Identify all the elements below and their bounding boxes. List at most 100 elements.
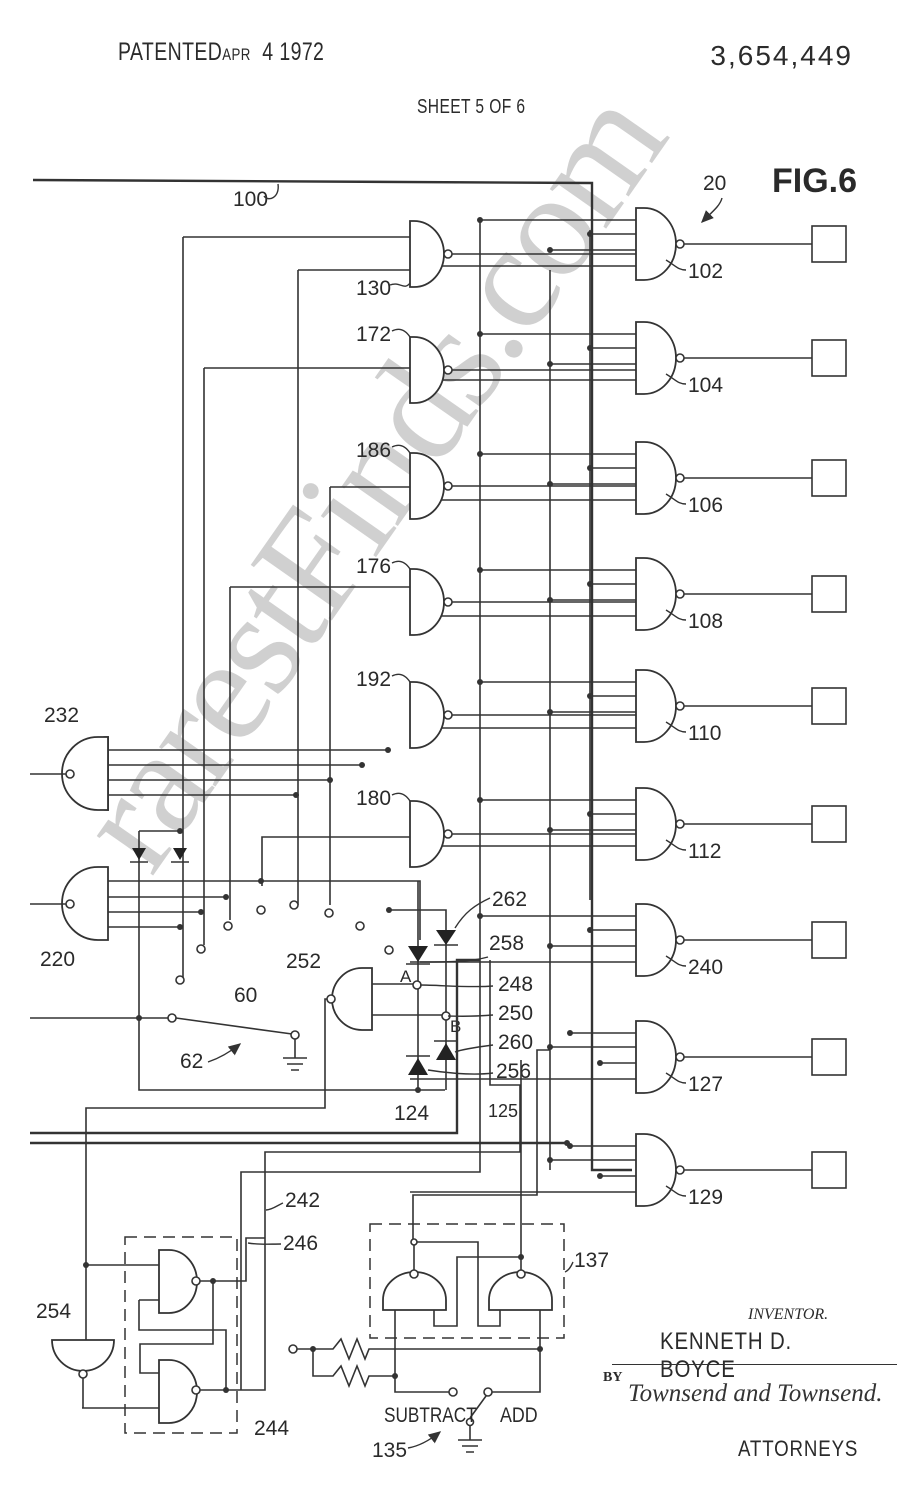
- label-250: 250: [498, 1002, 533, 1025]
- decoder-gate-180: 180: [356, 787, 636, 868]
- label-180: 180: [356, 787, 391, 810]
- output-indicator-box: [811, 687, 847, 725]
- node-A: A: [400, 967, 412, 986]
- label-106: 106: [688, 494, 723, 517]
- label-124: 124: [394, 1102, 429, 1125]
- output-gate-102: 102: [410, 207, 847, 283]
- output-gate-110: 110: [410, 669, 847, 745]
- label-100: 100: [233, 188, 268, 211]
- label-232: 232: [44, 704, 79, 727]
- assembly-arrow: [701, 197, 723, 223]
- decoder-gates: 130 172 186 176 192 180: [356, 220, 636, 868]
- label-244: 244: [254, 1417, 289, 1440]
- signature-line: [612, 1364, 897, 1365]
- inventor-name: KENNETH D. BOYCE: [660, 1328, 793, 1383]
- figure-title: FIG.6: [772, 162, 857, 200]
- label-176: 176: [356, 555, 391, 578]
- patented-day-year: 4 1972: [262, 38, 325, 66]
- diode-leaders: [419, 897, 494, 1075]
- inventor-caption: INVENTOR.: [748, 1306, 829, 1323]
- output-gates: 102 104 106 108 110 112 240 127 129: [410, 207, 847, 1209]
- output-indicator-box: [811, 459, 847, 497]
- label-129: 129: [688, 1186, 723, 1209]
- output-gate-240: 240: [410, 903, 847, 979]
- gate-252: [85, 967, 445, 1265]
- diodes-220: [130, 828, 445, 1091]
- flipflop-137: [369, 1060, 565, 1393]
- label-108: 108: [688, 610, 723, 633]
- label-112: 112: [688, 840, 721, 863]
- by-label: BY: [603, 1370, 623, 1385]
- output-indicator-box: [811, 1151, 847, 1189]
- label-260: 260: [498, 1031, 533, 1054]
- label-172: 172: [356, 323, 391, 346]
- label-192: 192: [356, 668, 391, 691]
- output-gate-112: 112: [410, 787, 847, 863]
- add-subtract-switch[interactable]: [288, 1336, 543, 1453]
- decoder-gate-176: 176: [356, 555, 636, 636]
- gate-254: [51, 1265, 115, 1408]
- output-indicator-box: [811, 921, 847, 959]
- patent-number: 3,654,449: [710, 40, 853, 71]
- decoder-inputs: [182, 236, 410, 980]
- label-248: 248: [498, 973, 533, 996]
- patented-date: PATENTEDAPR 4 1972: [118, 38, 324, 67]
- label-262: 262: [492, 888, 527, 911]
- label-130: 130: [356, 277, 391, 300]
- assembly-ref: 20: [703, 172, 726, 195]
- sheet-number: SHEET 5 OF 6: [417, 96, 526, 118]
- arrow-62: [207, 1043, 242, 1063]
- label-add: ADD: [500, 1404, 538, 1428]
- output-indicator-box: [811, 339, 847, 377]
- label-242-lower: 242: [285, 1189, 320, 1212]
- label-102: 102: [688, 260, 723, 283]
- label-240: 240: [688, 956, 723, 979]
- label-186: 186: [356, 439, 391, 462]
- patented-label: PATENTED: [118, 38, 223, 66]
- label-135: 135: [372, 1439, 407, 1462]
- output-gate-108: 108: [410, 557, 847, 633]
- output-gate-127: 127: [410, 1020, 847, 1096]
- output-gate-129: 129: [410, 1133, 847, 1209]
- label-252: 252: [286, 950, 321, 973]
- label-254: 254: [36, 1300, 71, 1323]
- label-104: 104: [688, 374, 723, 397]
- decoder-gate-130: 130: [356, 220, 636, 300]
- output-indicator-box: [811, 805, 847, 843]
- attorneys-label: ATTORNEYS: [738, 1436, 859, 1461]
- diode-network: [386, 881, 458, 1093]
- label-256: 256: [496, 1060, 531, 1083]
- decoder-gate-192: 192: [356, 668, 636, 749]
- gate-220: [30, 866, 421, 985]
- label-125: 125: [488, 1101, 518, 1121]
- output-gate-106: 106: [410, 441, 847, 517]
- label-62: 62: [180, 1050, 203, 1073]
- leaders-242-246: [247, 1202, 284, 1245]
- attorney-signature: Townsend and Townsend.: [628, 1380, 883, 1407]
- label-258: 258: [489, 932, 524, 955]
- vertical-buses: [479, 218, 591, 1170]
- decoder-gate-186: 186: [356, 439, 636, 520]
- label-127: 127: [688, 1073, 723, 1096]
- arrow-135: [407, 1431, 442, 1449]
- node-B: B: [450, 1017, 461, 1036]
- label-220: 220: [40, 948, 75, 971]
- bus-100: [32, 178, 632, 1172]
- patented-month: APR: [222, 45, 251, 64]
- decoder-gate-172: 172: [356, 323, 636, 404]
- leader-137: [564, 1261, 574, 1273]
- flipflop-244: [82, 1236, 266, 1434]
- output-indicator-box: [811, 1038, 847, 1076]
- output-gate-104: 104: [410, 321, 847, 397]
- lines-124-125: [30, 958, 567, 1145]
- switch-60[interactable]: [30, 1013, 307, 1071]
- label-137: 137: [574, 1249, 609, 1272]
- output-indicator-box: [811, 575, 847, 613]
- gate-232: [30, 736, 391, 811]
- label-110: 110: [688, 722, 721, 745]
- label-subtract: SUBTRACT: [384, 1405, 477, 1428]
- label-246: 246: [283, 1232, 318, 1255]
- leader-100: [263, 183, 279, 200]
- label-60: 60: [234, 984, 257, 1007]
